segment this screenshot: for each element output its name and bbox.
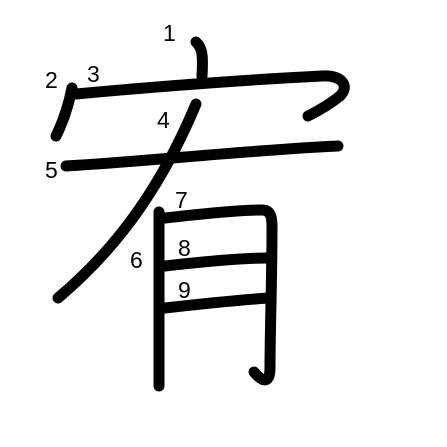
stroke-9 bbox=[159, 292, 274, 314]
stroke-number-5: 5 bbox=[45, 157, 58, 183]
stroke-number-4: 4 bbox=[157, 107, 170, 133]
stroke-number-2: 2 bbox=[45, 67, 58, 93]
stroke-8 bbox=[159, 252, 274, 272]
stroke-2 bbox=[50, 82, 78, 142]
stroke-number-3: 3 bbox=[87, 61, 100, 87]
stroke-number-9: 9 bbox=[178, 277, 191, 303]
stroke-number-7: 7 bbox=[175, 187, 188, 213]
stroke-1 bbox=[190, 36, 208, 82]
stroke-7 bbox=[159, 204, 278, 386]
stroke-3 bbox=[70, 70, 350, 122]
stroke-number-1: 1 bbox=[163, 20, 176, 46]
stroke-4 bbox=[52, 98, 202, 304]
stroke-number-8: 8 bbox=[178, 235, 191, 261]
stroke-5 bbox=[60, 140, 344, 172]
stroke-number-6: 6 bbox=[130, 247, 143, 273]
